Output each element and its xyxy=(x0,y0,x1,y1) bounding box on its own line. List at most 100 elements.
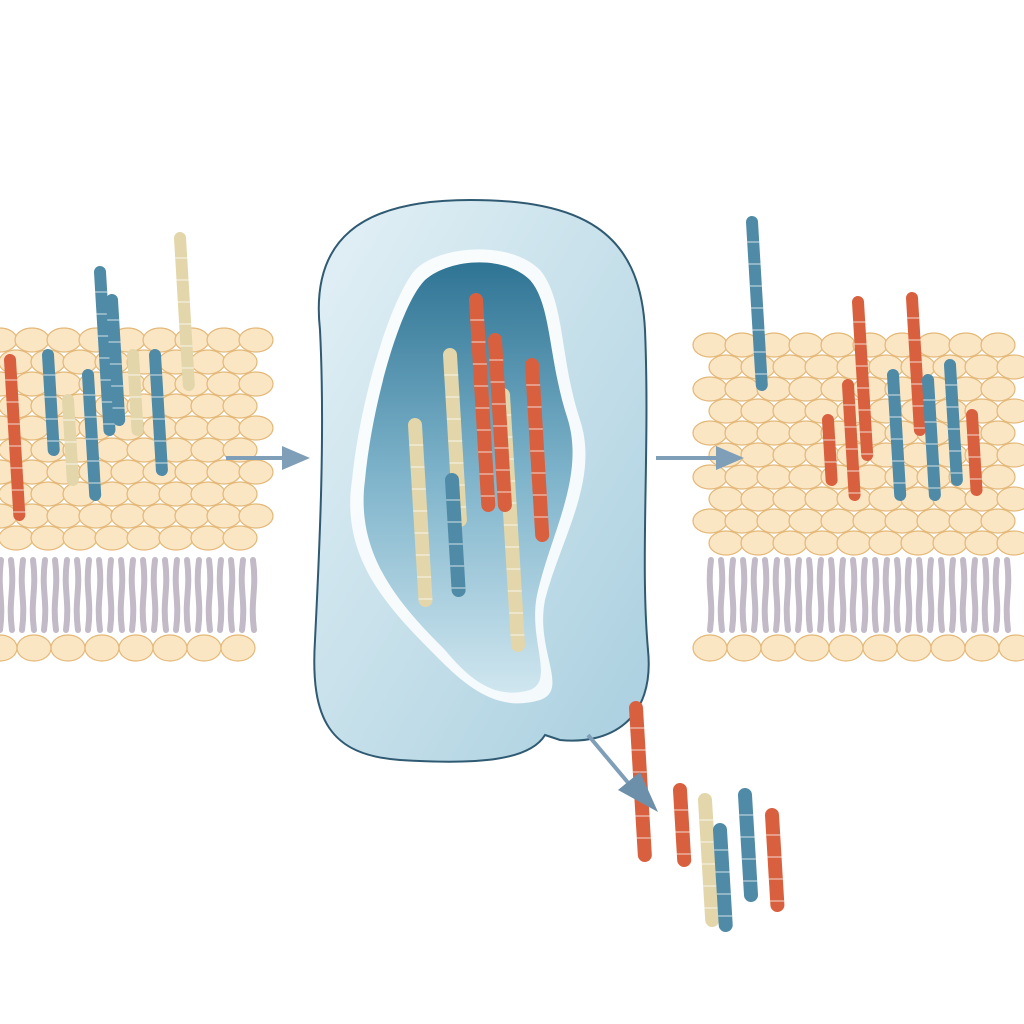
lipid-head xyxy=(46,327,82,353)
lipid-head xyxy=(0,634,18,662)
lipid-head xyxy=(110,459,146,485)
molecule-rod xyxy=(488,333,512,512)
lipid-head xyxy=(772,530,808,556)
lipid-head xyxy=(142,327,178,353)
lipid-head xyxy=(708,530,744,556)
lipid-tail xyxy=(838,557,858,633)
lipid-tail xyxy=(860,557,880,633)
lipid-tail xyxy=(728,557,748,633)
lipid-head xyxy=(692,634,728,662)
lipid-head xyxy=(788,420,824,446)
molecule-rod xyxy=(4,354,26,521)
lipid-head xyxy=(836,530,872,556)
lipid-tail xyxy=(882,557,902,633)
lipid-head xyxy=(980,376,1016,402)
capsule-rods xyxy=(408,293,550,652)
lipid-head xyxy=(692,464,728,490)
lipid-head xyxy=(118,634,154,662)
lipid-head xyxy=(692,332,728,358)
lipid-head xyxy=(760,634,796,662)
lipid-head xyxy=(852,508,888,534)
lipid-head xyxy=(206,371,242,397)
molecule-rod xyxy=(82,369,102,501)
lipid-head xyxy=(996,398,1024,424)
molecule-rod xyxy=(445,473,466,597)
lipid-head xyxy=(222,525,258,551)
lipid-head xyxy=(756,508,792,534)
lipid-head xyxy=(948,332,984,358)
lipid-tail xyxy=(128,557,148,633)
lipid-head xyxy=(30,481,66,507)
lipid-head xyxy=(126,525,162,551)
lipid-head xyxy=(996,442,1024,468)
molecule-rod xyxy=(127,349,144,436)
lipid-head xyxy=(980,508,1016,534)
molecule-rod xyxy=(94,266,116,436)
molecule-rod xyxy=(408,418,433,607)
lipid-head xyxy=(692,420,728,446)
molecule-rod xyxy=(62,394,79,486)
lipid-head xyxy=(0,525,34,551)
lipid-head xyxy=(174,415,210,441)
lipid-head xyxy=(190,437,226,463)
molecule-rod xyxy=(713,823,733,932)
released-rods xyxy=(629,701,785,932)
lipid-head xyxy=(190,349,226,375)
molecule-rod xyxy=(746,216,768,391)
lipid-head xyxy=(930,634,966,662)
lipid-tail xyxy=(0,557,16,633)
lipid-head xyxy=(46,503,82,529)
arrow-release[interactable] xyxy=(586,733,658,812)
lipid-tail xyxy=(992,557,1012,633)
lipid-head xyxy=(772,442,808,468)
lipid-head xyxy=(756,420,792,446)
lipid-head xyxy=(740,486,776,512)
lipid-tail xyxy=(816,557,836,633)
lipid-head xyxy=(186,634,222,662)
lipid-head xyxy=(190,393,226,419)
lipid-head xyxy=(804,530,840,556)
lipid-tail xyxy=(970,557,990,633)
lipid-head xyxy=(84,634,120,662)
molecule-rod xyxy=(852,296,874,461)
lipid-head xyxy=(820,508,856,534)
lipid-head xyxy=(740,530,776,556)
lipid-head xyxy=(868,530,904,556)
molecule-rod xyxy=(149,349,168,476)
lipid-head xyxy=(756,464,792,490)
lipid-tail xyxy=(172,557,192,633)
lipid-head xyxy=(916,508,952,534)
molecule-rod xyxy=(738,788,758,902)
arrow-to-right-membrane[interactable] xyxy=(656,446,744,470)
lipid-head xyxy=(94,525,130,551)
lipid-head xyxy=(980,420,1016,446)
lipid-head xyxy=(772,354,808,380)
lipid-head xyxy=(964,530,1000,556)
lipid-tail xyxy=(772,557,792,633)
molecule-rod xyxy=(944,359,963,486)
lipid-head xyxy=(708,486,744,512)
lipid-head xyxy=(692,508,728,534)
lipid-head xyxy=(238,459,274,485)
lipid-head xyxy=(804,354,840,380)
lipid-head xyxy=(142,503,178,529)
molecule-rod xyxy=(822,414,838,486)
lipid-head xyxy=(174,459,210,485)
molecule-rod xyxy=(966,409,983,496)
arrow-into-capsule[interactable] xyxy=(226,446,310,470)
lipid-head xyxy=(724,420,760,446)
lipid-head xyxy=(932,530,968,556)
lipid-head xyxy=(158,525,194,551)
lipid-head xyxy=(980,464,1016,490)
lipid-tail xyxy=(706,557,726,633)
right-membrane xyxy=(692,216,1024,662)
molecule-rod xyxy=(469,293,496,512)
lipid-tail xyxy=(194,557,214,633)
lipid-head xyxy=(900,530,936,556)
lipid-head xyxy=(30,525,66,551)
lipid-tail xyxy=(62,557,82,633)
lipid-tail xyxy=(40,557,60,633)
lipid-head xyxy=(828,634,864,662)
lipid-tail xyxy=(84,557,104,633)
lipid-head xyxy=(996,530,1024,556)
